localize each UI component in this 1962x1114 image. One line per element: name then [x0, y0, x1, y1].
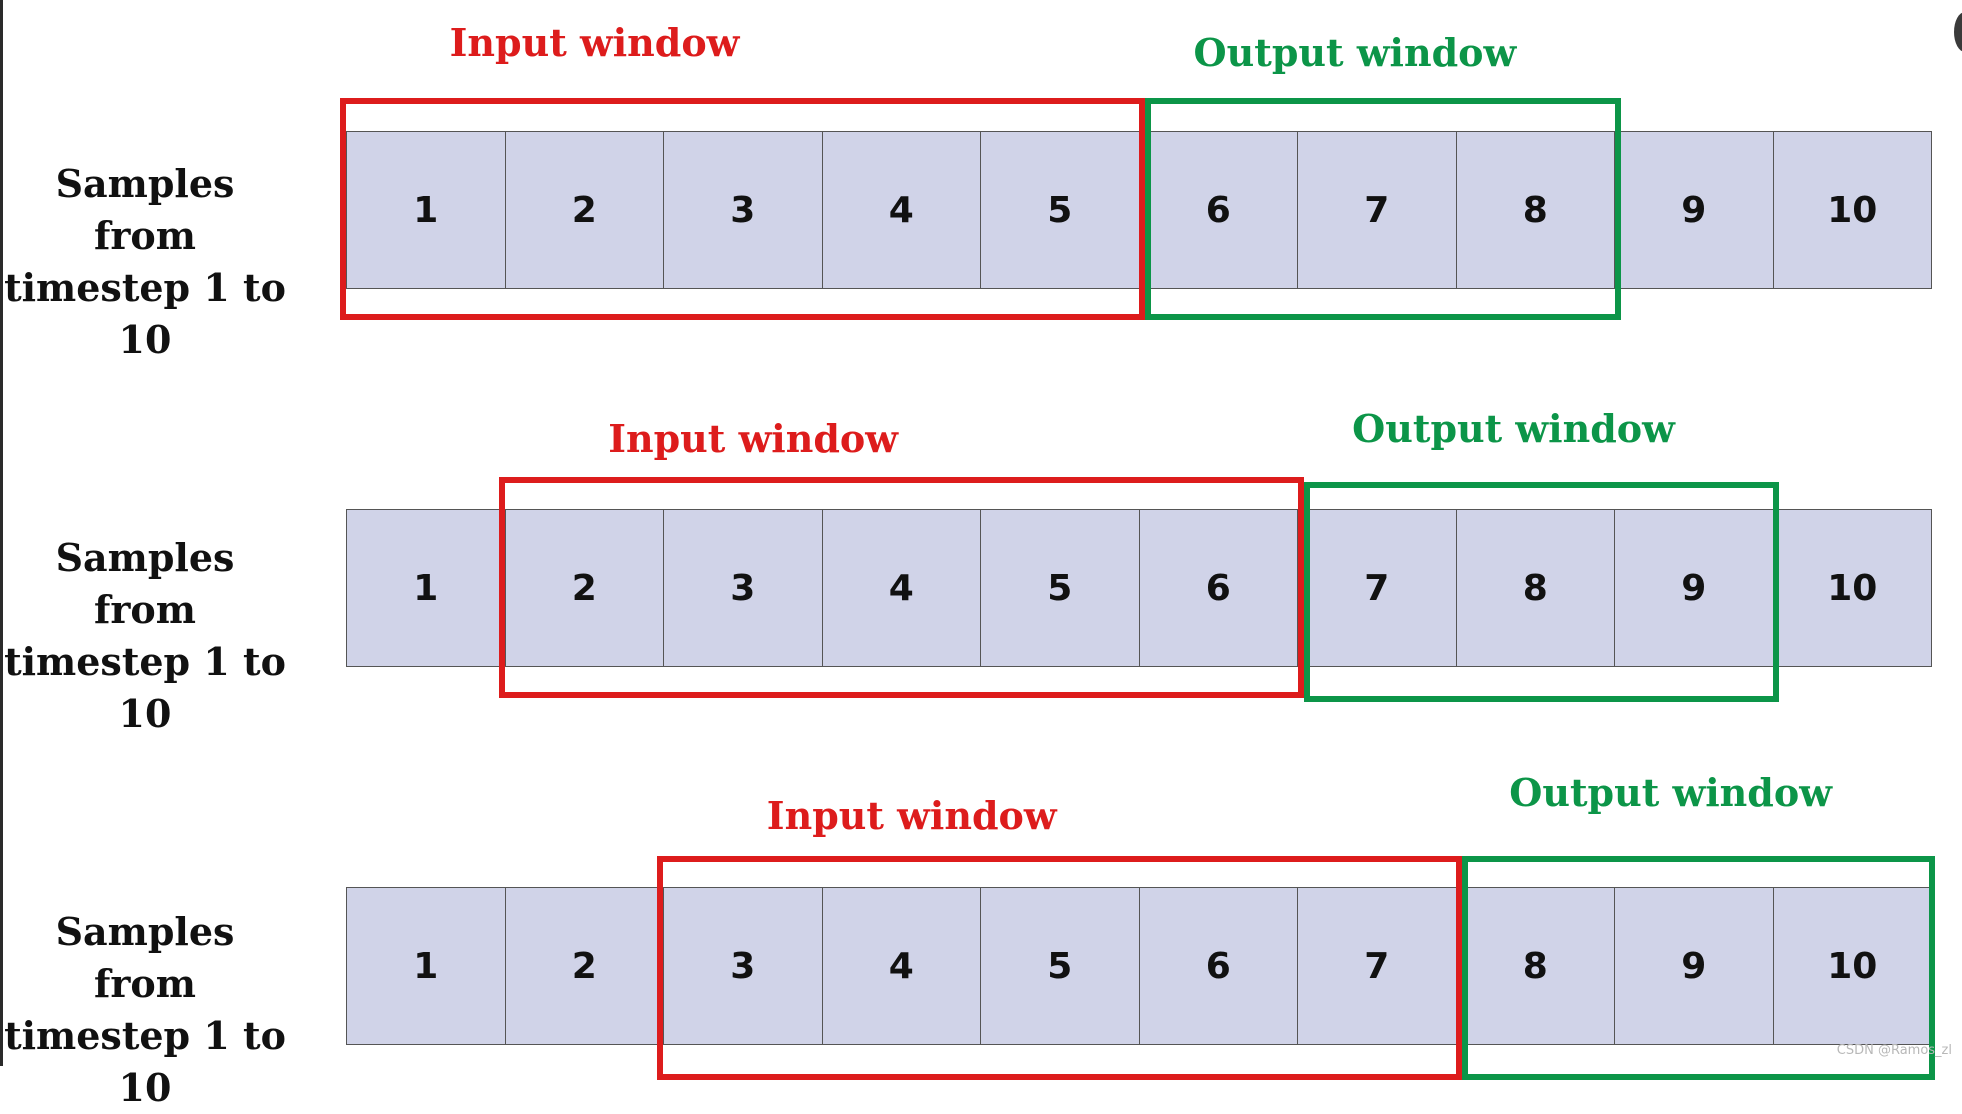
input-window-label: Input window [449, 20, 740, 65]
input-window-box [498, 477, 1304, 698]
timestep-cell: 5 [981, 510, 1140, 666]
timestep-cell: 8 [1457, 888, 1615, 1044]
output-window-box [1145, 98, 1621, 320]
timestep-cell: 6 [1140, 888, 1298, 1044]
row-3-label: Samples from timestep 1 to 10 [0, 906, 290, 1114]
input-window-label: Input window [608, 416, 898, 461]
row-2-label-line2: timestep 1 to 10 [4, 639, 286, 736]
output-window-label: Output window [1352, 406, 1675, 451]
row-1-label: Samples from timestep 1 to 10 [0, 158, 290, 366]
timestep-cell: 6 [1140, 132, 1298, 288]
row-2-label: Samples from timestep 1 to 10 [0, 532, 290, 740]
timestep-cell: 9 [1615, 510, 1774, 666]
timestep-cell: 2 [506, 888, 664, 1044]
timestep-cell: 3 [664, 888, 823, 1044]
timestep-cell: 1 [347, 510, 506, 666]
timestep-cell: 5 [981, 888, 1140, 1044]
timestep-cell: 1 [347, 132, 506, 288]
row-3-label-line2: timestep 1 to 10 [4, 1013, 286, 1110]
left-border-line [0, 0, 3, 1066]
timestep-cell: 6 [1140, 510, 1298, 666]
input-window-box [657, 856, 1463, 1080]
timestep-cell: 7 [1298, 510, 1457, 666]
output-window-label: Output window [1509, 770, 1832, 815]
timestep-cell: 7 [1298, 132, 1457, 288]
timestep-cell: 9 [1615, 132, 1774, 288]
input-window-box [340, 98, 1145, 320]
row-3-label-line1: Samples from [55, 909, 235, 1006]
corner-dot-icon [1954, 12, 1962, 52]
row-1-label-line1: Samples from [55, 161, 235, 258]
timestep-cell: 2 [506, 132, 664, 288]
timestep-cell: 10 [1827, 945, 1878, 987]
output-window-box [1303, 482, 1780, 702]
timestep-cell: 9 [1615, 888, 1774, 1044]
timestep-cell: 3 [664, 510, 823, 666]
input-window-label: Input window [766, 793, 1057, 838]
output-window-label: Output window [1193, 30, 1517, 75]
timestep-cell: 4 [823, 888, 981, 1044]
timestep-cell: 3 [664, 132, 823, 288]
timestep-cell: 10 [1827, 567, 1878, 609]
timestep-cell: 8 [1457, 132, 1615, 288]
timestep-cell: 2 [506, 510, 664, 666]
timestep-cell: 4 [823, 510, 981, 666]
timestep-cell: 4 [823, 132, 981, 288]
timestep-cell: 7 [1298, 888, 1457, 1044]
timestep-cell: 8 [1457, 510, 1615, 666]
watermark-text: CSDN @Ramos_zl [1836, 1043, 1952, 1058]
row-1-label-line2: timestep 1 to 10 [4, 265, 286, 362]
timestep-cell: 1 [347, 888, 506, 1044]
timestep-cell: 10 [1827, 189, 1878, 231]
row-2-label-line1: Samples from [55, 535, 235, 632]
